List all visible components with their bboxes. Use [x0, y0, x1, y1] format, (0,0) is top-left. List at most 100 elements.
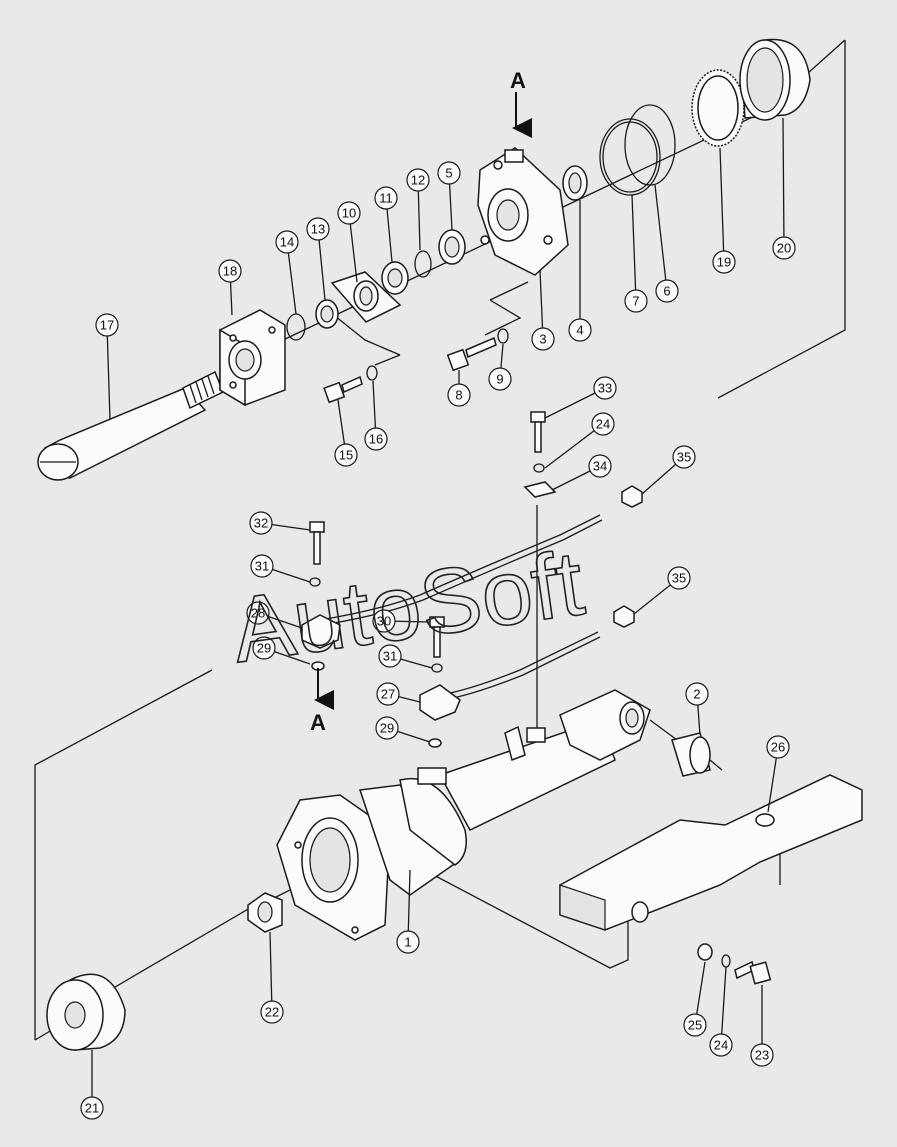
part-9-washer	[497, 328, 509, 344]
part-35-callout-lower: 35	[667, 566, 691, 590]
callout-circle	[372, 609, 396, 633]
lower-fitting	[504, 725, 546, 762]
part-16-callout: 16	[364, 427, 388, 451]
callout-circle	[378, 644, 402, 668]
callout-circle	[685, 682, 709, 706]
callout-circle	[306, 217, 330, 241]
callout-number: 11	[379, 191, 393, 206]
part-25-washer	[697, 943, 713, 961]
callout-circle	[275, 230, 299, 254]
part-31-callout-upper: 31	[250, 554, 274, 578]
part-28-block	[301, 614, 341, 649]
part-13-callout-leader	[317, 228, 326, 301]
callout-number: 12	[411, 173, 425, 188]
callout-circle	[488, 367, 512, 391]
callout-circle	[683, 1013, 707, 1037]
part-33-bolt	[530, 411, 546, 453]
callout-circle	[260, 1000, 284, 1024]
part-2-callout: 2	[685, 682, 709, 706]
callout-circle	[766, 735, 790, 759]
part-7-callout-leader	[631, 194, 637, 302]
callout-circle	[447, 383, 471, 407]
callout-number: 21	[85, 1101, 99, 1116]
callout-circle	[593, 376, 617, 400]
callout-circle	[252, 636, 276, 660]
callout-number: 34	[593, 459, 607, 474]
part-5-callout: 5	[437, 161, 461, 185]
callout-number: 33	[598, 381, 612, 396]
callout-circle	[406, 168, 430, 192]
part-15-callout: 15	[334, 443, 358, 467]
callout-circle	[246, 601, 270, 625]
callout-circle	[375, 716, 399, 740]
part-31-callout: 31	[378, 644, 402, 668]
part-7-ring	[599, 118, 661, 196]
part-23-bolt	[734, 960, 772, 985]
callout-number: 31	[383, 649, 397, 664]
part-19-gear-ring	[691, 69, 745, 147]
callout-circle	[80, 1096, 104, 1120]
part-5-bearing	[438, 229, 466, 265]
callout-number: 25	[688, 1018, 702, 1033]
part-1-callout: 1	[396, 930, 420, 954]
part-12-o-ring	[414, 250, 432, 278]
callout-circle	[334, 443, 358, 467]
callout-circle	[709, 1033, 733, 1057]
part-13-callout: 13	[306, 217, 330, 241]
part-16-washer	[366, 365, 378, 381]
part-4-bearing	[562, 165, 588, 201]
part-9-callout: 9	[488, 367, 512, 391]
callout-circle	[218, 259, 242, 283]
callout-number: 22	[265, 1005, 279, 1020]
part-10-flange	[330, 271, 402, 323]
part-14-snap-ring	[286, 313, 306, 341]
part-19-callout: 19	[712, 250, 736, 274]
guide-lines	[34, 39, 846, 1041]
callout-number: 5	[445, 166, 452, 181]
callout-circle	[437, 161, 461, 185]
callout-circle	[588, 454, 612, 478]
callout-circle	[364, 427, 388, 451]
callout-number: 14	[280, 235, 294, 250]
part-10-callout: 10	[337, 201, 361, 225]
part-1-cylinder	[276, 719, 616, 941]
part-18-callout: 18	[218, 259, 242, 283]
part-3-housing	[477, 147, 569, 276]
callout-number: 9	[496, 372, 503, 387]
callout-number: 32	[254, 516, 268, 531]
part-13-seal	[315, 299, 339, 329]
watermark: AutoSoft	[226, 532, 590, 682]
part-3-callout: 3	[531, 327, 555, 351]
part-19-callout-leader	[719, 147, 725, 263]
callout-circle	[374, 186, 398, 210]
part-20-callout: 20	[772, 236, 796, 260]
callout-circle	[772, 236, 796, 260]
callout-number: 35	[672, 571, 686, 586]
part-8-callout: 8	[447, 383, 471, 407]
part-31-lockwasher-lower	[431, 663, 443, 673]
part-24-lockwasher	[721, 954, 731, 968]
callout-number: 7	[632, 294, 639, 309]
part-4-callout: 4	[568, 318, 592, 342]
callout-circle	[591, 412, 615, 436]
section-label-bottom: A	[310, 710, 326, 735]
part-14-callout: 14	[275, 230, 299, 254]
part-21-pulley	[46, 973, 126, 1051]
part-6-ring	[624, 104, 676, 186]
part-11-callout: 11	[374, 186, 398, 210]
callout-number: 28	[251, 606, 265, 621]
part-11-bearing	[381, 261, 409, 295]
callout-number: 31	[255, 559, 269, 574]
callout-circle	[531, 327, 555, 351]
part-33-callout: 33	[593, 376, 617, 400]
part-24-callout-lower-leader	[720, 966, 727, 1046]
part-22-callout: 22	[260, 1000, 284, 1024]
callouts: 1234567891011121314151617181920212223242…	[80, 161, 796, 1120]
callout-number: 24	[714, 1038, 728, 1053]
callout-number: 18	[223, 264, 237, 279]
callout-circle	[624, 289, 648, 313]
part-32-callout: 32	[249, 511, 273, 535]
callout-number: 10	[342, 206, 356, 221]
callout-number: 29	[257, 641, 271, 656]
section-label-top: A	[510, 68, 526, 93]
